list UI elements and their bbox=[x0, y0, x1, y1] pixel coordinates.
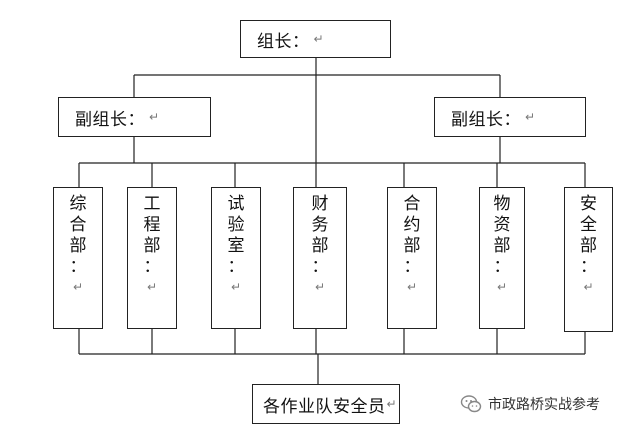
deputy-leader-box-right: 副组长： ↵ bbox=[434, 97, 586, 137]
dept-char: ： bbox=[227, 257, 245, 277]
dept-char: 安 bbox=[580, 194, 597, 214]
department-box-engineering: 工 程 部 ： ↵ bbox=[127, 187, 177, 329]
leader-label: 组长： bbox=[257, 31, 310, 52]
dept-char: 部 bbox=[493, 236, 511, 256]
return-mark-icon: ↵ bbox=[72, 280, 84, 294]
dept-char: 部 bbox=[403, 236, 421, 256]
dept-char: 室 bbox=[227, 236, 245, 256]
dept-char: 约 bbox=[403, 215, 421, 235]
dept-char: 全 bbox=[580, 215, 597, 235]
department-box-materials: 物 资 部 ： ↵ bbox=[479, 187, 525, 329]
dept-char: 部 bbox=[311, 236, 329, 256]
safety-officer-box: 各作业队安全员 ↵ bbox=[252, 384, 400, 424]
dept-char: 部 bbox=[580, 236, 597, 256]
department-box-safety: 安 全 部 ： ↵ bbox=[564, 187, 613, 332]
return-mark-icon: ↵ bbox=[406, 280, 418, 294]
department-box-contract: 合 约 部 ： ↵ bbox=[387, 187, 437, 329]
dept-char: 程 bbox=[143, 215, 161, 235]
department-box-finance: 财 务 部 ： ↵ bbox=[293, 187, 347, 329]
return-mark-icon: ↵ bbox=[496, 280, 508, 294]
return-mark-icon: ↵ bbox=[386, 397, 398, 411]
dept-char: 工 bbox=[143, 194, 161, 214]
return-mark-icon: ↵ bbox=[149, 110, 160, 124]
dept-char: ： bbox=[493, 257, 511, 277]
return-mark-icon: ↵ bbox=[525, 110, 536, 124]
watermark: 市政路桥实战参考 bbox=[460, 393, 600, 415]
safety-officer-label: 各作业队安全员 bbox=[263, 396, 386, 417]
dept-char: ： bbox=[311, 257, 329, 277]
dept-char: ： bbox=[580, 257, 597, 277]
dept-char: ： bbox=[403, 257, 421, 277]
dept-char: 部 bbox=[69, 236, 87, 256]
dept-char: 综 bbox=[69, 194, 87, 214]
dept-char: 试 bbox=[227, 194, 245, 214]
dept-char: 验 bbox=[227, 215, 245, 235]
wechat-icon bbox=[460, 395, 482, 413]
department-box-lab: 试 验 室 ： ↵ bbox=[211, 187, 261, 329]
department-box-general: 综 合 部 ： ↵ bbox=[53, 187, 103, 329]
return-mark-icon: ↵ bbox=[583, 280, 594, 294]
dept-char: 物 bbox=[493, 194, 511, 214]
deputy-leader-label: 副组长： bbox=[75, 109, 145, 130]
deputy-leader-box-left: 副组长： ↵ bbox=[58, 97, 211, 137]
dept-char: 务 bbox=[311, 215, 329, 235]
dept-char: ： bbox=[143, 257, 161, 277]
return-mark-icon: ↵ bbox=[313, 32, 325, 46]
dept-char: ： bbox=[69, 257, 87, 277]
return-mark-icon: ↵ bbox=[230, 280, 242, 294]
return-mark-icon: ↵ bbox=[146, 280, 158, 294]
dept-char: 合 bbox=[403, 194, 421, 214]
deputy-leader-label: 副组长： bbox=[451, 109, 521, 130]
return-mark-icon: ↵ bbox=[314, 280, 326, 294]
dept-char: 部 bbox=[143, 236, 161, 256]
leader-box: 组长： ↵ bbox=[240, 20, 391, 58]
watermark-text: 市政路桥实战参考 bbox=[488, 397, 600, 413]
dept-char: 财 bbox=[311, 194, 329, 214]
dept-char: 资 bbox=[493, 215, 511, 235]
dept-char: 合 bbox=[69, 215, 87, 235]
